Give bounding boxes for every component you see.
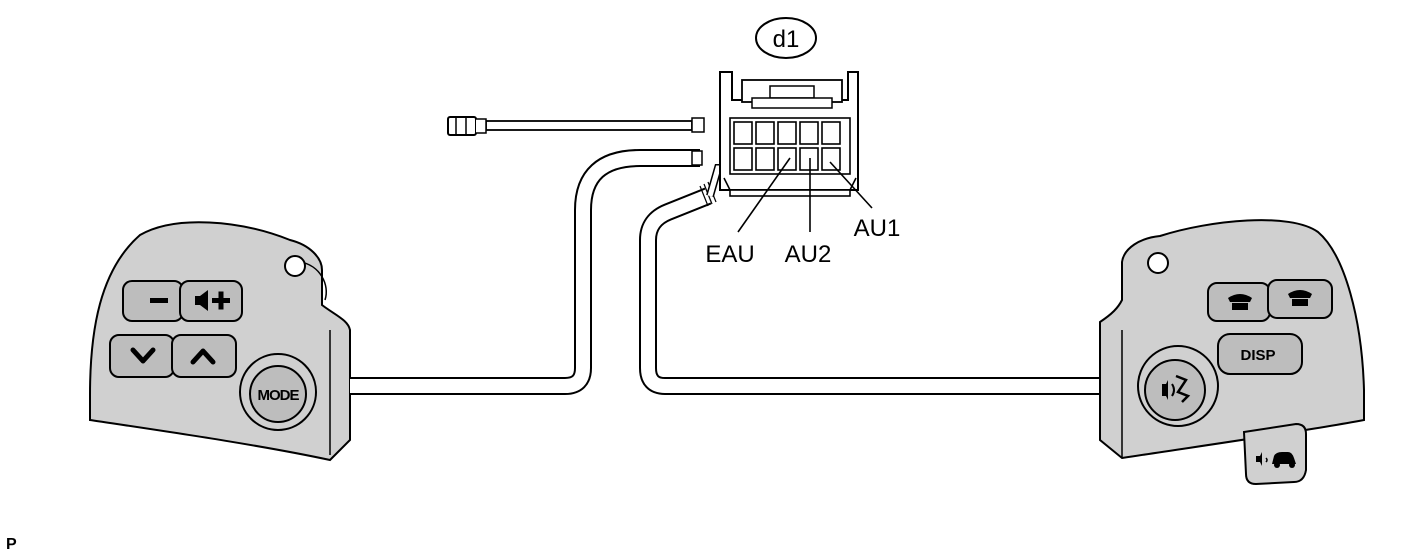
phone-off-hook-icon [1288,290,1312,306]
seek-up-button[interactable] [171,334,237,378]
phone-on-hook-icon [1228,294,1252,310]
connector-d1: d1 EAU AU2 AU1 [705,17,901,268]
page-marker: P [6,536,17,553]
voice-button[interactable] [1137,345,1219,427]
vehicle-voice-icon [1256,452,1296,468]
left-mounting-hole [284,255,306,277]
leader-eau [737,157,791,233]
ground-lead [447,116,705,136]
right-mounting-hole [1147,252,1169,274]
pin-label-au2: AU2 [785,241,832,268]
on-hook-button[interactable] [1207,282,1271,322]
right-harness-cable [639,164,1100,395]
disp-button[interactable]: DISP [1217,333,1303,375]
left-steering-pad-switch: MODE [89,221,351,462]
pin-label-au1: AU1 [854,215,901,242]
disp-button-label: DISP [1240,347,1275,364]
off-hook-button[interactable] [1267,279,1333,319]
speaker-icon [195,290,208,311]
connector-id-label: d1 [773,26,800,53]
chevron-down-icon [130,347,156,364]
chevron-up-icon [190,348,216,365]
leader-au1 [829,161,873,209]
plus-icon [212,291,230,310]
volume-up-button[interactable] [179,280,243,322]
seek-down-button[interactable] [109,334,175,378]
talk-switch[interactable] [1242,422,1307,486]
minus-button[interactable] [122,280,184,322]
terminal-cavities [729,117,851,175]
right-steering-pad-switch: DISP [1099,219,1365,486]
mode-button-label: MODE [258,387,300,404]
pin-label-eau: EAU [705,241,754,268]
left-harness-cable [350,149,703,395]
voice-recognition-icon [1162,374,1191,403]
terminal-plug [447,116,487,136]
mode-button[interactable]: MODE [239,353,317,431]
connector-id-badge: d1 [755,17,817,59]
